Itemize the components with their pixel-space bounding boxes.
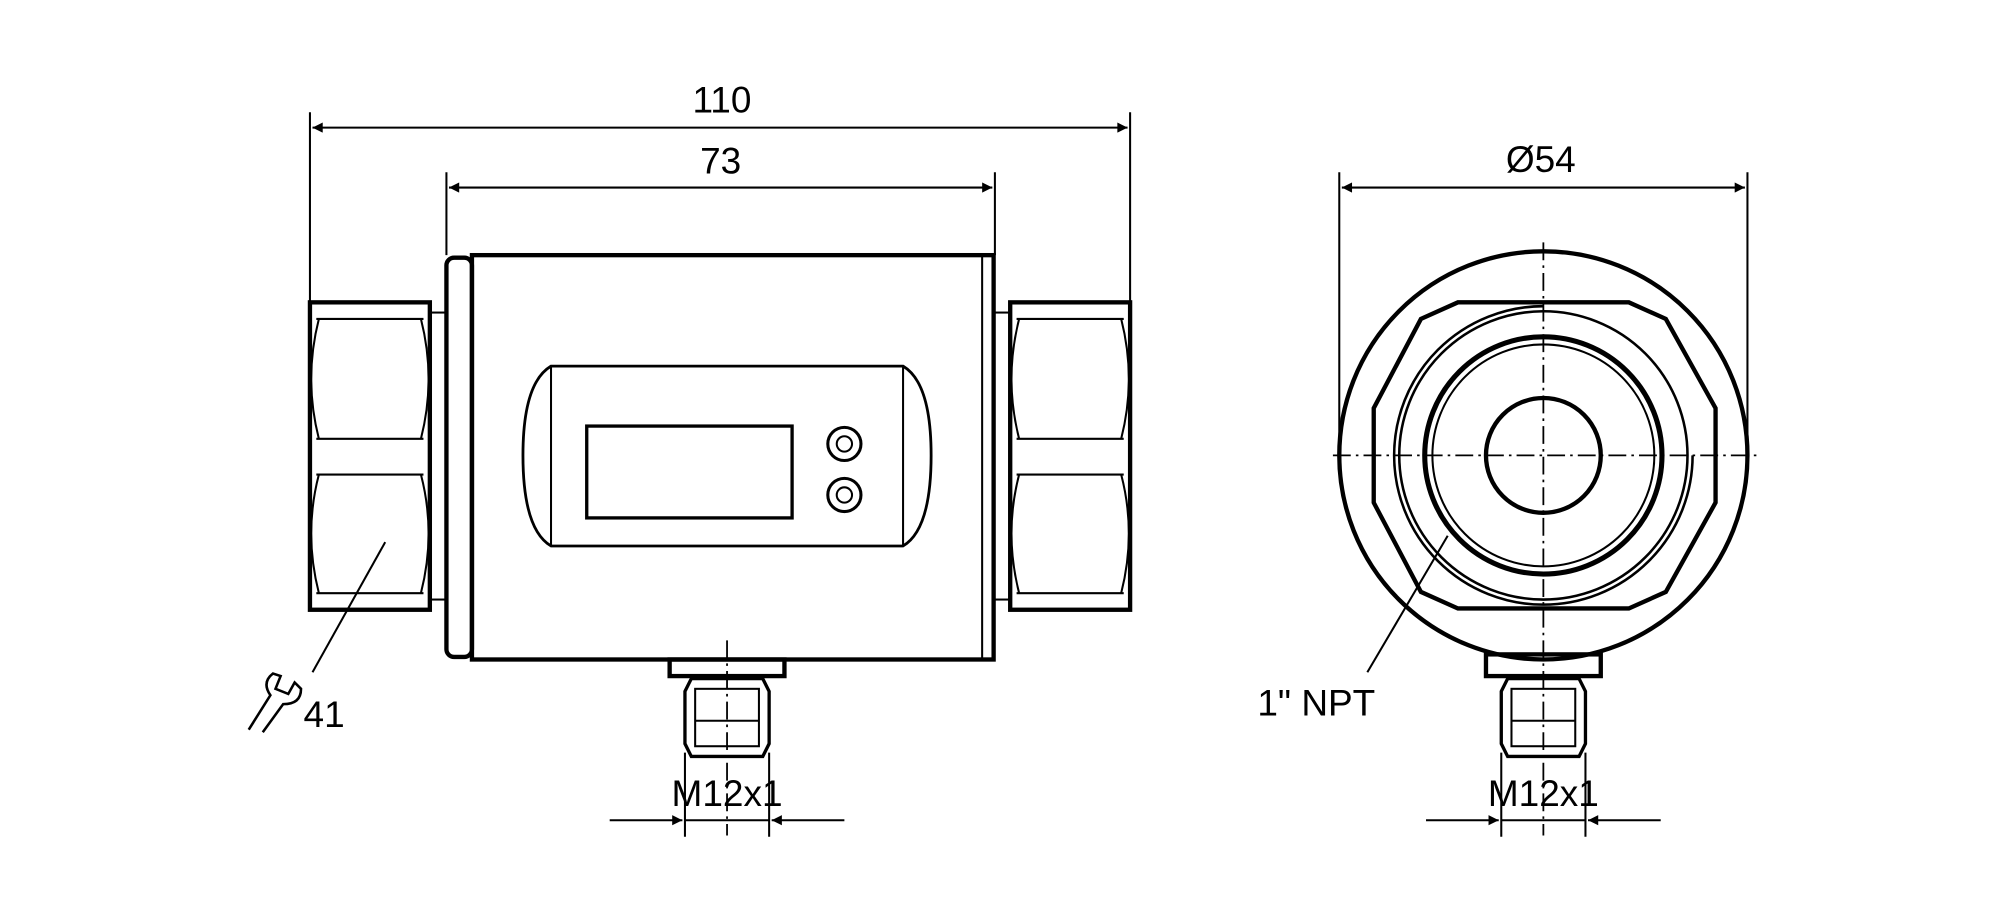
button-mode	[826, 476, 863, 514]
lcd-screen	[585, 424, 794, 520]
body-length-label: 73	[700, 141, 741, 182]
wrench-size-label: 41	[304, 694, 345, 735]
dimension-110: 110	[308, 79, 1132, 302]
diameter-label: Ø54	[1506, 139, 1576, 180]
front-view: Ø54 M12x1 1" NPT	[1257, 139, 1761, 837]
npt-callout: 1" NPT	[1257, 535, 1449, 724]
wrench-size-callout: 41	[247, 541, 387, 735]
left-hex-nut	[307, 300, 448, 612]
connector-thread-label: M12x1	[672, 773, 783, 814]
connector-thread-label-front: M12x1	[1488, 773, 1599, 814]
hex-nut-outline	[1371, 300, 1718, 611]
dimension-m12-front: M12x1	[1426, 752, 1661, 837]
dimension-diameter: Ø54	[1338, 139, 1749, 453]
dimension-73: 73	[445, 141, 996, 256]
display-panel	[521, 364, 933, 548]
process-thread-label: 1" NPT	[1257, 683, 1375, 724]
m12-connector-front	[1483, 652, 1603, 759]
housing-body	[444, 252, 996, 662]
wrench-icon	[247, 672, 303, 733]
dimension-m12-side: M12x1	[609, 752, 845, 837]
button-set	[826, 425, 863, 463]
m12-connector	[667, 640, 787, 836]
overall-length-label: 110	[692, 79, 751, 120]
right-hex-nut	[992, 300, 1133, 612]
side-view: 110 73	[247, 79, 1133, 837]
